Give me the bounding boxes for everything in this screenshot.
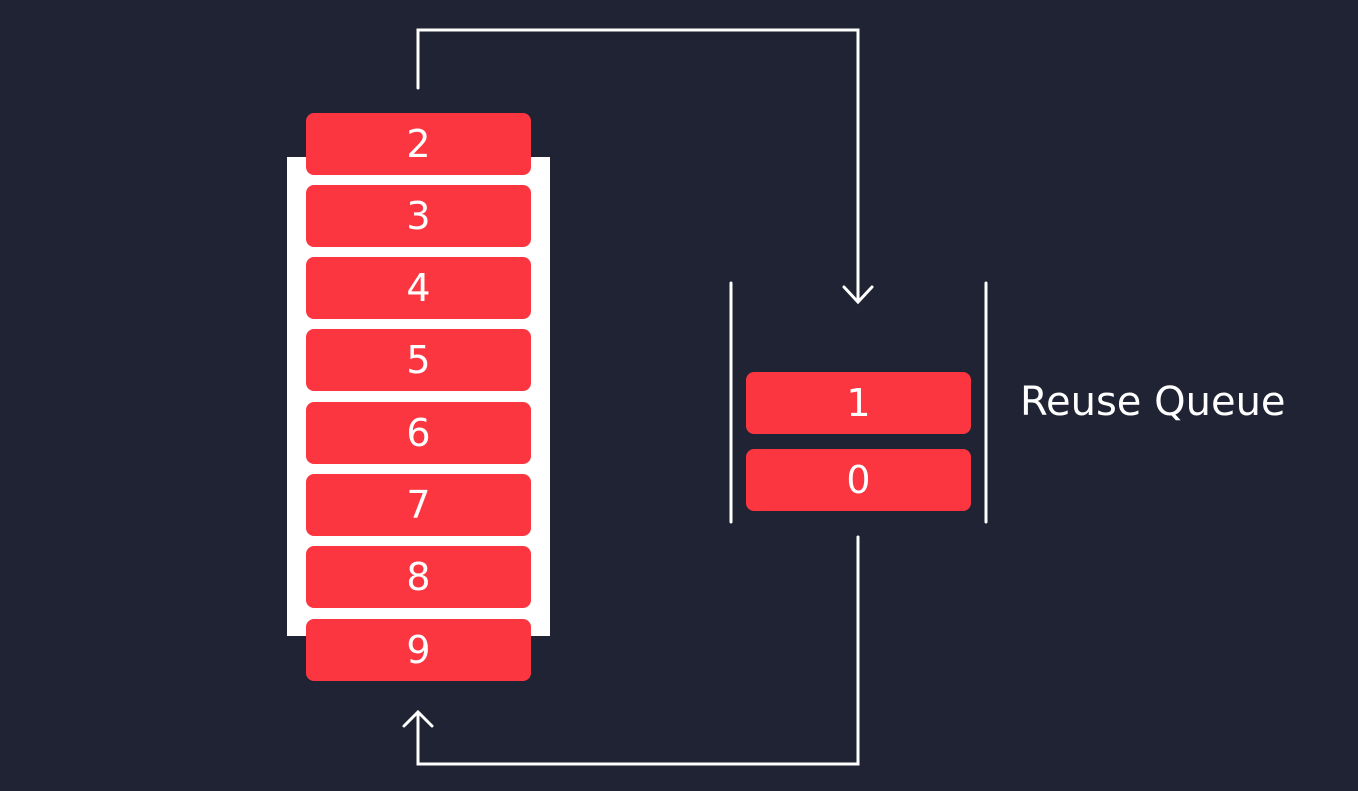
arrow-down-icon [842,285,874,305]
list-cell: 6 [306,402,531,464]
dequeue-top-path [416,28,860,302]
list-cell: 2 [306,113,531,175]
list-cell: 9 [306,619,531,681]
queue-cell: 0 [746,449,971,511]
list-cell: 7 [306,474,531,536]
list-cell: 3 [306,185,531,247]
enqueue-bottom-path [416,535,860,766]
arrow-up-icon [402,709,434,728]
list-cell: 8 [306,546,531,608]
queue-cell: 1 [746,372,971,434]
queue-label: Reuse Queue [1020,379,1286,425]
list-cell: 4 [306,257,531,319]
list-cell: 5 [306,329,531,391]
